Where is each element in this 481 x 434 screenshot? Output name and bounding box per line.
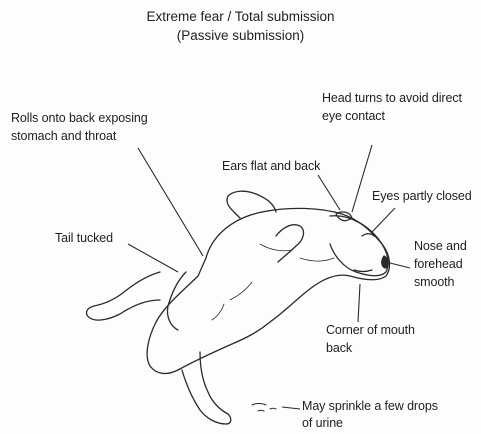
dog-hind-leg-left [87,272,160,320]
label-head-line2: eye contact [322,108,385,125]
dog-front-leg-raised [227,191,276,218]
label-rolls-line1: Rolls onto back exposing [11,110,148,127]
leader-ears [318,175,340,210]
urine-drops [252,404,276,412]
label-head-line1: Head turns to avoid direct [322,90,462,107]
dog-body [147,208,389,373]
leader-head [352,145,372,212]
label-mouth-line1: Corner of mouth [326,322,415,339]
dog-tail [167,272,186,330]
leader-nose [390,263,410,268]
dog-hind-leg-bottom [182,352,231,424]
dog-mouth [354,270,372,272]
label-eyes: Eyes partly closed [372,188,472,205]
label-ears: Ears flat and back [222,158,320,175]
dog-front-leg [276,225,303,262]
label-urine-line1: May sprinkle a few drops [302,398,438,415]
label-rolls-line2: stomach and throat [11,128,116,145]
label-nose-line3: smooth [414,274,454,291]
leader-tail [128,244,178,272]
label-nose-line1: Nose and [414,238,467,255]
label-nose-line2: forehead [414,256,463,273]
dog-eye [362,234,374,236]
label-urine-line2: of urine [302,415,343,432]
leader-rolls [138,148,203,256]
leader-mouth [358,284,360,322]
label-mouth-line2: back [326,340,352,357]
leader-eyes [372,208,395,232]
leader-urine [282,407,300,409]
label-tail: Tail tucked [55,230,113,247]
